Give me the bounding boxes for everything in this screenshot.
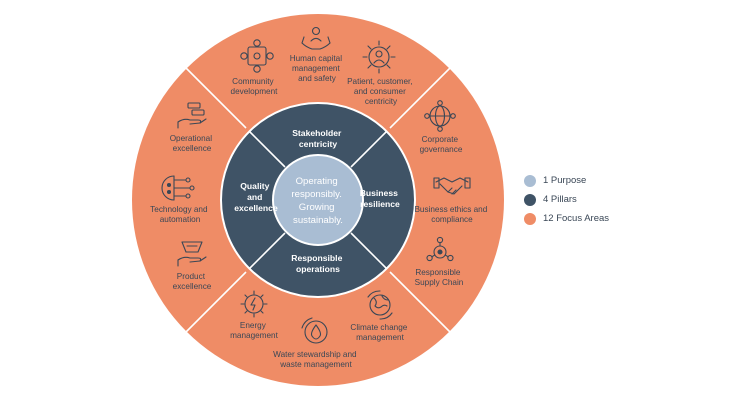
- divider-top-right: [389, 66, 452, 129]
- divider-top-left: [184, 66, 247, 129]
- pillar-responsible-label: Responsible operations: [291, 253, 345, 274]
- fa-operational-line-2: excellence: [173, 144, 212, 153]
- pillar-quality-label: Quality and excellence: [234, 181, 278, 213]
- legend-label-purpose: 1 Purpose: [543, 175, 587, 186]
- legend-dot-purpose: [524, 174, 536, 187]
- focus-area-community-development: Community development: [231, 77, 279, 96]
- pillar-business-line-2: resilience: [360, 199, 400, 209]
- focus-area-patient-customer: Patient, customer, and consumer centrici…: [347, 77, 415, 106]
- pillar-business-line-1: Business: [360, 188, 398, 198]
- fa-tech-line-1: Technology and: [150, 205, 208, 214]
- energy-gear-icon: [240, 290, 268, 318]
- legend-label-focus-areas: 12 Focus Areas: [543, 213, 610, 224]
- focus-area-water-stewardship: Water stewardship and waste management: [273, 350, 359, 369]
- pillar-responsible-line-1: Responsible: [291, 253, 342, 263]
- focus-area-dividers: [184, 66, 452, 334]
- fa-energy-line-1: Energy: [240, 321, 267, 330]
- pillar-business-label: Business resilience: [360, 188, 401, 209]
- pillar-dividers: [248, 130, 388, 270]
- fa-community-line-1: Community: [232, 77, 274, 86]
- purpose-line-2: responsibly.: [291, 189, 341, 200]
- focus-area-energy-management: Energy management: [230, 321, 279, 340]
- fa-governance-line-2: governance: [420, 145, 463, 154]
- pillar-divider-tr: [350, 130, 388, 168]
- pillar-stakeholder-line-1: Stakeholder: [292, 128, 342, 138]
- focus-area-technology-automation: Technology and automation: [150, 205, 210, 224]
- legend-dot-focus-areas: [524, 212, 536, 225]
- fa-ethics-line-2: compliance: [431, 215, 473, 224]
- purpose-line-1: Operating: [296, 176, 338, 187]
- legend-item-pillars: 4 Pillars: [524, 190, 609, 209]
- handshake-icon: [433, 177, 471, 195]
- focus-area-business-ethics: Business ethics and compliance: [414, 205, 489, 224]
- fa-tech-line-2: automation: [160, 215, 201, 224]
- focus-area-climate-change: Climate change management: [350, 323, 409, 342]
- fa-ethics-line-1: Business ethics and: [414, 205, 487, 214]
- governance-globe-icon: [424, 100, 456, 132]
- divider-bottom-left: [184, 271, 247, 334]
- fa-water-line-2: waste management: [279, 360, 352, 369]
- legend-dot-pillars: [524, 193, 536, 206]
- pillar-divider-tl: [248, 130, 286, 168]
- pillar-divider-br: [350, 232, 388, 270]
- legend-item-focus-areas: 12 Focus Areas: [524, 209, 609, 228]
- fa-water-line-1: Water stewardship and: [273, 350, 357, 359]
- fa-operational-line-1: Operational: [170, 134, 213, 143]
- fa-governance-line-1: Corporate: [422, 135, 459, 144]
- focus-area-product-excellence: Product excellence: [173, 272, 212, 291]
- pillar-stakeholder-label: Stakeholder centricity: [292, 128, 344, 149]
- focus-area-operational-excellence: Operational excellence: [170, 134, 215, 153]
- purpose-circle: [272, 154, 364, 246]
- pillar-quality-line-2: and: [247, 192, 262, 202]
- fa-supply-line-1: Responsible: [415, 268, 461, 277]
- operations-hand-icon: [177, 102, 207, 129]
- pillar-responsible-line-2: operations: [296, 264, 340, 274]
- tech-circuit-icon: [161, 175, 195, 201]
- purpose-text: Operating responsibly. Growing sustainab…: [291, 176, 344, 226]
- purpose-line-4: sustainably.: [293, 215, 343, 226]
- pillar-stakeholder-line-2: centricity: [299, 139, 337, 149]
- hands-person-icon: [301, 26, 331, 50]
- person-focus-icon: [362, 40, 396, 74]
- purpose-line-3: Growing: [299, 202, 335, 213]
- water-drop-icon: [301, 317, 328, 344]
- focus-area-human-capital: Human capital management and safety: [290, 54, 345, 83]
- community-network-icon: [240, 39, 274, 73]
- pillar-divider-bl: [248, 232, 286, 270]
- fa-human-line-2: management: [292, 64, 341, 73]
- focus-area-corporate-governance: Corporate governance: [420, 135, 463, 154]
- fa-human-line-3: and safety: [298, 74, 337, 83]
- fa-product-line-2: excellence: [173, 282, 212, 291]
- pillar-quality-line-3: excellence: [234, 203, 278, 213]
- product-hand-icon: [177, 241, 207, 267]
- fa-climate-line-2: management: [356, 333, 405, 342]
- fa-product-line-1: Product: [177, 272, 206, 281]
- fa-human-line-1: Human capital: [290, 54, 343, 63]
- divider-bottom-right: [389, 271, 452, 334]
- fa-climate-line-1: Climate change: [350, 323, 407, 332]
- pillar-quality-line-1: Quality: [240, 181, 269, 191]
- fa-community-line-2: development: [231, 87, 279, 96]
- legend-label-pillars: 4 Pillars: [543, 194, 577, 205]
- legend: 1 Purpose 4 Pillars 12 Focus Areas: [524, 171, 609, 228]
- supply-chain-icon: [426, 236, 454, 262]
- focus-area-supply-chain: Responsible Supply Chain: [415, 268, 464, 287]
- fa-energy-line-2: management: [230, 331, 279, 340]
- fa-patient-line-1: Patient, customer,: [347, 77, 413, 86]
- globe-climate-icon: [367, 290, 393, 320]
- fa-patient-line-3: centricity: [365, 97, 398, 106]
- fa-patient-line-2: and consumer: [354, 87, 406, 96]
- legend-item-purpose: 1 Purpose: [524, 171, 609, 190]
- fa-supply-line-2: Supply Chain: [415, 278, 464, 287]
